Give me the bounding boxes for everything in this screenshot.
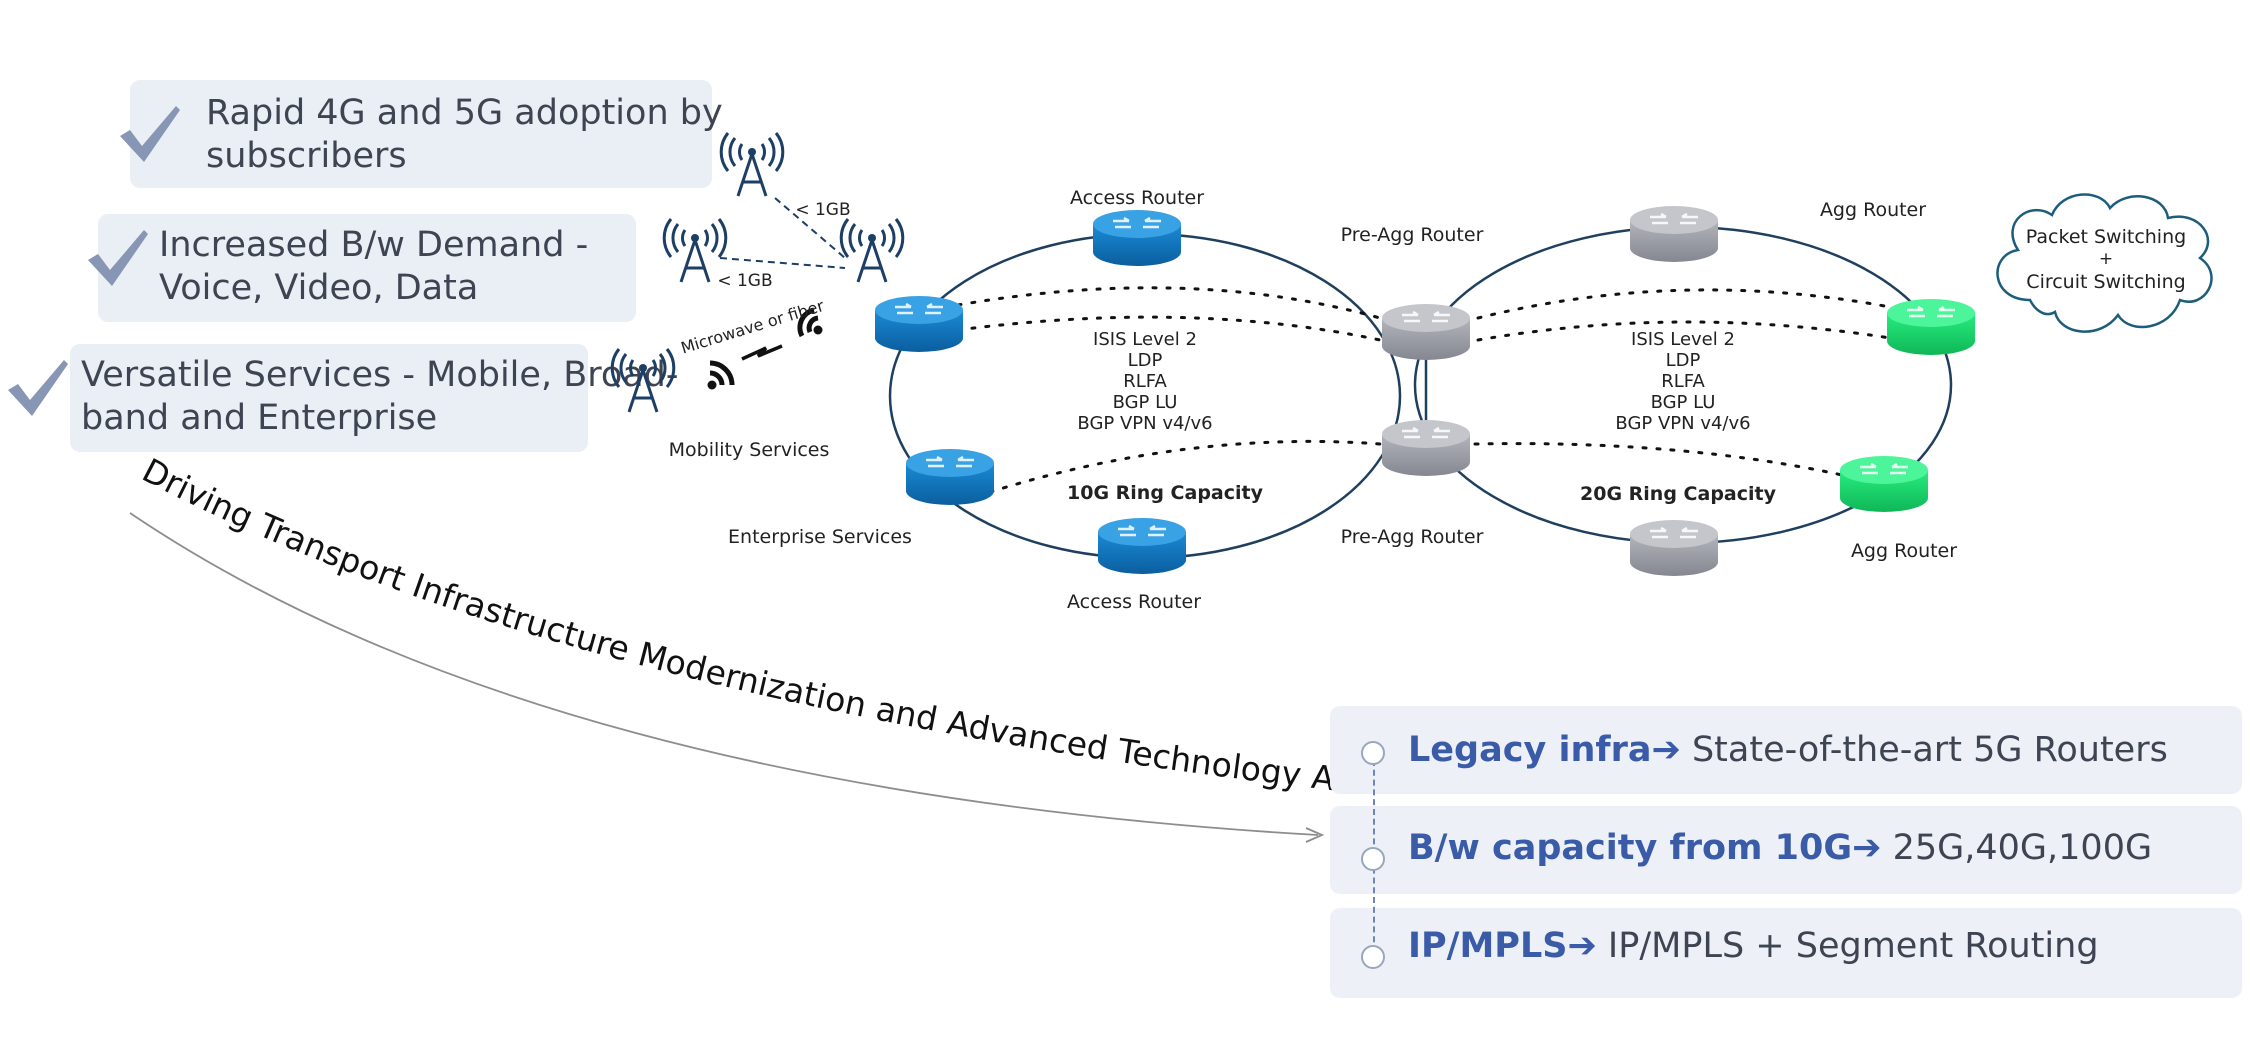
transition-box-2 xyxy=(1330,806,2242,894)
bullet-text-2: Increased B/w Demand - Voice, Video, Dat… xyxy=(159,224,588,310)
transition-2: B/w capacity from 10G➔ 25G,40G,100G xyxy=(1408,828,2152,868)
pre-agg-router-icon xyxy=(1630,206,1718,262)
timeline-node xyxy=(1361,847,1385,871)
transition-to: IP/MPLS + Segment Routing xyxy=(1607,926,2099,966)
link-speed-label: < 1GB xyxy=(795,200,850,220)
cell-tower-icon xyxy=(719,131,785,198)
bullet-line: Voice, Video, Data xyxy=(159,268,479,308)
link-speed-label: < 1GB xyxy=(717,271,772,291)
access-router-icon xyxy=(1093,210,1181,266)
link-antenna xyxy=(774,197,846,259)
microwave-label: Microwave or fiber xyxy=(679,296,827,358)
access-router-icon xyxy=(875,296,963,352)
ring1-protocols: ISIS Level 2 LDP RLFA BGP LU BGP VPN v4/… xyxy=(1077,329,1212,434)
protocol: LDP xyxy=(1666,350,1701,371)
cell-tower-icon xyxy=(839,217,905,284)
access-router-icon xyxy=(906,449,994,505)
access-router-label: Access Router xyxy=(1067,591,1201,613)
agg-router-label: Agg Router xyxy=(1851,540,1957,562)
check-icon xyxy=(120,106,180,162)
agg-router-label: Agg Router xyxy=(1820,199,1926,221)
pre-agg-router-label: Pre-Agg Router xyxy=(1341,224,1484,246)
ring2-capacity-label: 20G Ring Capacity xyxy=(1580,483,1777,505)
timeline-node xyxy=(1361,741,1385,765)
protocol: BGP LU xyxy=(1651,392,1716,413)
arc-arrow-head xyxy=(1305,827,1325,843)
pre-agg-router-icon xyxy=(1382,304,1470,360)
arrow-right-icon: ➔ xyxy=(1852,828,1882,868)
lsp-paths xyxy=(956,286,1892,494)
transition-box-3 xyxy=(1330,908,2242,998)
ring1-capacity-label: 10G Ring Capacity xyxy=(1067,482,1264,504)
agg-router-icon xyxy=(1887,299,1975,355)
transition-from: B/w capacity from 10G xyxy=(1408,828,1853,868)
pre-agg-router-label: Pre-Agg Router xyxy=(1341,526,1484,548)
protocol: ISIS Level 2 xyxy=(1093,329,1197,350)
bullet-text-3: Versatile Services - Mobile, Broad- band… xyxy=(81,354,679,440)
ring2-protocols: ISIS Level 2 LDP RLFA BGP LU BGP VPN v4/… xyxy=(1615,329,1750,434)
protocol: RLFA xyxy=(1661,371,1705,392)
transition-box-1 xyxy=(1330,706,2242,794)
bullet-line: Increased B/w Demand - xyxy=(159,225,589,265)
wireless-icon xyxy=(707,360,735,390)
cloud-icon xyxy=(1996,193,2213,333)
access-router-icon xyxy=(1098,518,1186,574)
bullet-box-2 xyxy=(98,214,636,322)
transition-1: Legacy infra➔ State-of-the-art 5G Router… xyxy=(1408,730,2168,770)
protocol: BGP VPN v4/v6 xyxy=(1077,413,1212,434)
bullet-line: Rapid 4G and 5G adoption by xyxy=(206,93,723,133)
cloud-line-1: Packet Switching xyxy=(2026,226,2186,248)
pre-agg-router-icon xyxy=(1630,520,1718,576)
transition-3: IP/MPLS➔ IP/MPLS + Segment Routing xyxy=(1408,926,2099,966)
bullet-box-3 xyxy=(70,344,588,452)
transition-from: Legacy infra xyxy=(1408,730,1652,770)
bullet-line: Versatile Services - Mobile, Broad- xyxy=(81,355,679,395)
check-icon xyxy=(88,230,148,286)
protocol: BGP VPN v4/v6 xyxy=(1615,413,1750,434)
transition-from: IP/MPLS xyxy=(1408,926,1568,966)
bullet-box-1 xyxy=(130,80,712,188)
protocol: RLFA xyxy=(1123,371,1167,392)
mobility-services-label: Mobility Services xyxy=(669,439,830,461)
protocol: BGP LU xyxy=(1113,392,1178,413)
wireless-icon xyxy=(797,307,823,338)
cloud-line-3: Circuit Switching xyxy=(2026,271,2185,293)
transition-to: 25G,40G,100G xyxy=(1892,828,2153,868)
arc-arrow-line xyxy=(129,512,1319,836)
transition-to: State-of-the-art 5G Routers xyxy=(1691,730,2168,770)
protocol: ISIS Level 2 xyxy=(1631,329,1735,350)
bullet-line: subscribers xyxy=(206,136,407,176)
pre-agg-router-icon xyxy=(1382,420,1470,476)
protocol: LDP xyxy=(1128,350,1163,371)
link-antenna xyxy=(719,257,846,269)
timeline-node xyxy=(1361,945,1385,969)
bullet-line: band and Enterprise xyxy=(81,398,438,438)
lightning-icon xyxy=(741,344,783,361)
enterprise-services-label: Enterprise Services xyxy=(728,526,912,548)
check-icon xyxy=(8,360,68,416)
cloud-line-2: + xyxy=(2099,249,2113,269)
bullet-text-1: Rapid 4G and 5G adoption by subscribers xyxy=(206,92,723,178)
cell-tower-icon xyxy=(610,347,676,414)
arrow-right-icon: ➔ xyxy=(1567,926,1597,966)
arrow-right-icon: ➔ xyxy=(1651,730,1681,770)
agg-router-icon xyxy=(1840,456,1928,512)
access-router-label: Access Router xyxy=(1070,187,1204,209)
